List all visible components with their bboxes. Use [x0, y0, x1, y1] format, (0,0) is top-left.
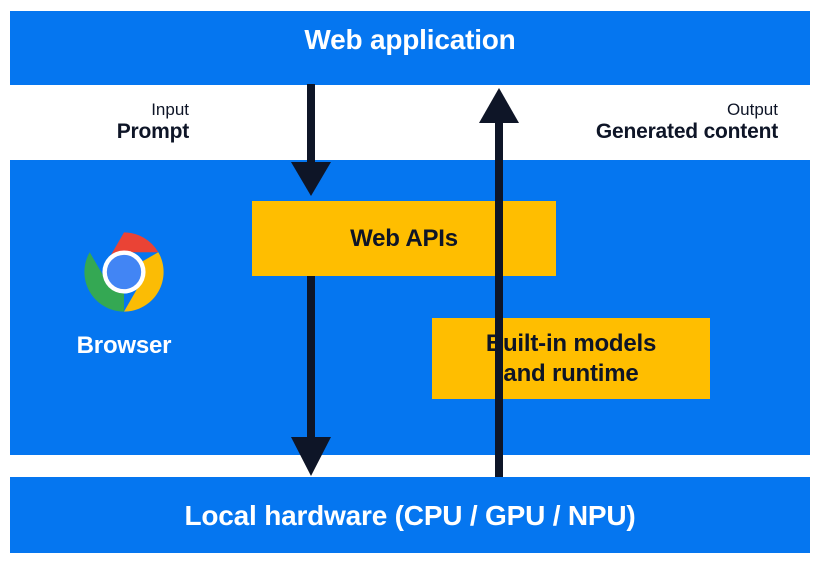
- box-web-apis-label: Web APIs: [350, 224, 458, 252]
- chrome-logo-icon: [84, 232, 164, 312]
- edge-label-input-value: Prompt: [116, 120, 190, 144]
- box-built-in-models-line-1: Built-in models: [485, 330, 657, 358]
- band-local-hardware: [10, 477, 810, 553]
- edge-label-input: Input Prompt: [116, 100, 190, 145]
- band-web-application: [10, 11, 810, 85]
- box-web-apis[interactable]: Web APIs: [252, 201, 556, 276]
- box-built-in-models-label: Built-in models and runtime: [485, 329, 657, 388]
- box-built-in-models-line-2: and runtime: [503, 359, 639, 387]
- box-built-in-models-and-runtime[interactable]: Built-in models and runtime: [432, 318, 710, 399]
- browser-group: Browser: [44, 228, 204, 360]
- edge-label-input-caption: Input: [151, 100, 189, 119]
- band-local-hardware-label: Local hardware (CPU / GPU / NPU): [184, 500, 636, 531]
- band-web-application-label: Web application: [304, 24, 516, 55]
- browser-label: Browser: [76, 332, 172, 359]
- edge-label-output-value: Generated content: [595, 120, 778, 144]
- edge-label-output-caption: Output: [726, 100, 778, 119]
- edge-label-output: Output Generated content: [596, 100, 778, 145]
